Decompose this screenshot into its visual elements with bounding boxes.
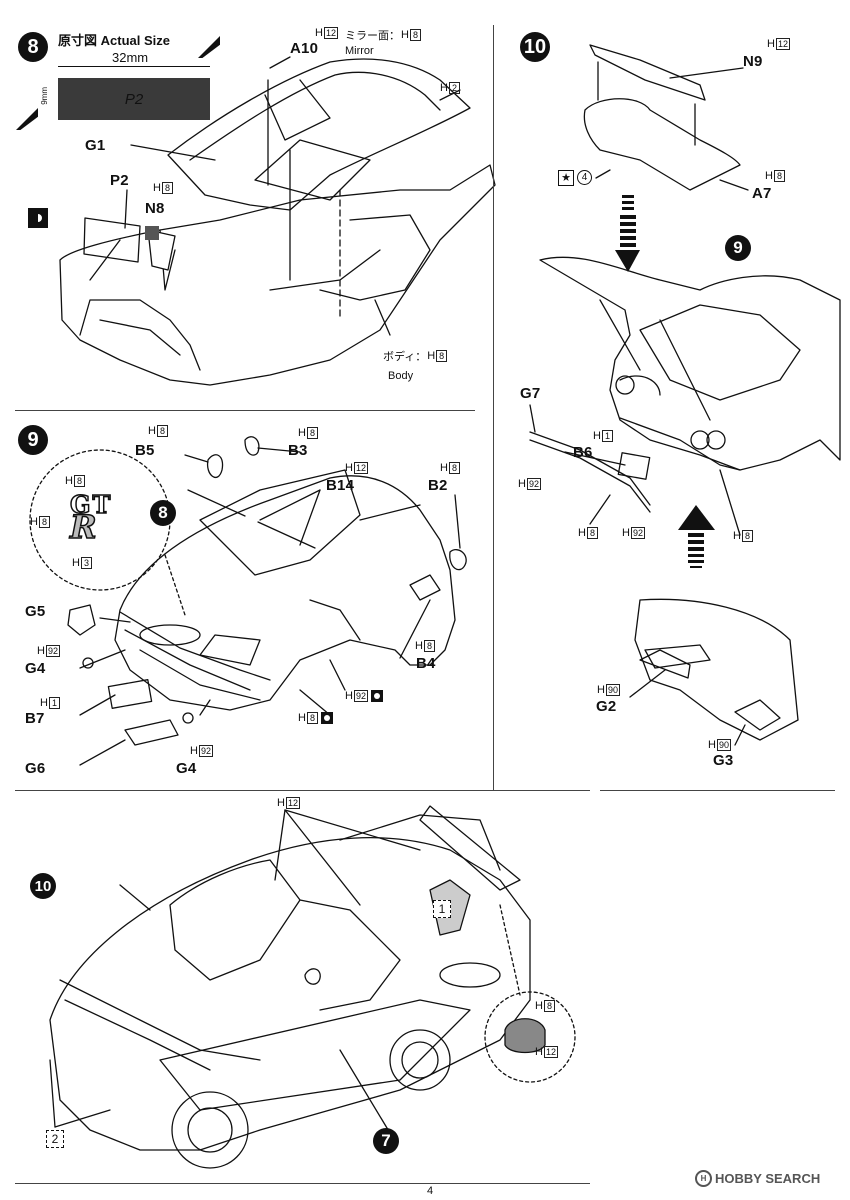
part-label: G2 xyxy=(596,698,617,715)
body-note-jp: ボディ： xyxy=(383,351,427,363)
dimension-height: 9mm xyxy=(40,87,49,105)
part-label: G5 xyxy=(25,603,46,620)
actual-size-title: 原寸図 Actual Size xyxy=(58,30,170,49)
part-label: G6 xyxy=(25,760,46,777)
star-number: 4 xyxy=(577,170,592,185)
decal-label: P2 xyxy=(124,90,144,108)
ref-step-number: 10 xyxy=(30,873,56,899)
emblem-gt: GT xyxy=(69,489,113,520)
two-tone-icon xyxy=(320,712,333,724)
part-label: G4 xyxy=(176,760,197,777)
star-icon: ★ xyxy=(558,170,574,186)
mirror-note-en: Mirror xyxy=(345,45,374,57)
part-label: B2 xyxy=(428,477,448,494)
part-label: B14 xyxy=(326,477,355,494)
separator-right xyxy=(600,790,835,791)
step-number: 9 xyxy=(18,425,48,455)
separator-vertical xyxy=(493,25,494,790)
part-label: N9 xyxy=(743,53,763,70)
ref-step-number: 8 xyxy=(150,500,176,526)
part-label: P2 xyxy=(110,172,129,189)
watermark: H HOBBY SEARCH xyxy=(695,1170,820,1187)
part-label: G1 xyxy=(85,137,106,154)
ref-step-number: 7 xyxy=(373,1128,399,1154)
step-number: 10 xyxy=(520,32,550,62)
watermark-logo-icon: H xyxy=(695,1170,712,1187)
two-tone-icon xyxy=(370,690,383,702)
part-label: G4 xyxy=(25,660,46,677)
callout-number: 1 xyxy=(433,900,451,918)
step-number: 8 xyxy=(18,32,48,62)
callout-number: 2 xyxy=(46,1130,64,1148)
part-label: A10 xyxy=(290,40,319,57)
part-label: N8 xyxy=(145,200,165,217)
body-note-en: Body xyxy=(388,370,414,382)
dimension-width: 32mm xyxy=(112,50,149,65)
cut-icon xyxy=(28,208,48,228)
part-label: A7 xyxy=(752,185,772,202)
ref-step-number: 9 xyxy=(725,235,751,261)
part-label: B6 xyxy=(573,444,593,461)
separator-step8 xyxy=(15,410,475,411)
part-label: G3 xyxy=(713,752,734,769)
watermark-text: HOBBY SEARCH xyxy=(715,1171,821,1186)
separator-footer xyxy=(15,1183,590,1184)
separator-step9 xyxy=(15,790,590,791)
actual-size-decal: P2 xyxy=(58,78,210,120)
actual-size-title-jp: 原寸図 xyxy=(58,33,98,48)
mirror-note-jp: ミラー面： xyxy=(345,30,400,42)
emblem-r: R xyxy=(69,507,97,547)
dimension-line xyxy=(58,66,210,67)
part-label: B5 xyxy=(135,442,155,459)
part-label: G7 xyxy=(520,385,541,402)
actual-size-title-en: Actual Size xyxy=(100,33,170,48)
part-label: B7 xyxy=(25,710,45,727)
page-number: 4 xyxy=(427,1185,434,1197)
part-label: B3 xyxy=(288,442,308,459)
part-label: B4 xyxy=(416,655,436,672)
